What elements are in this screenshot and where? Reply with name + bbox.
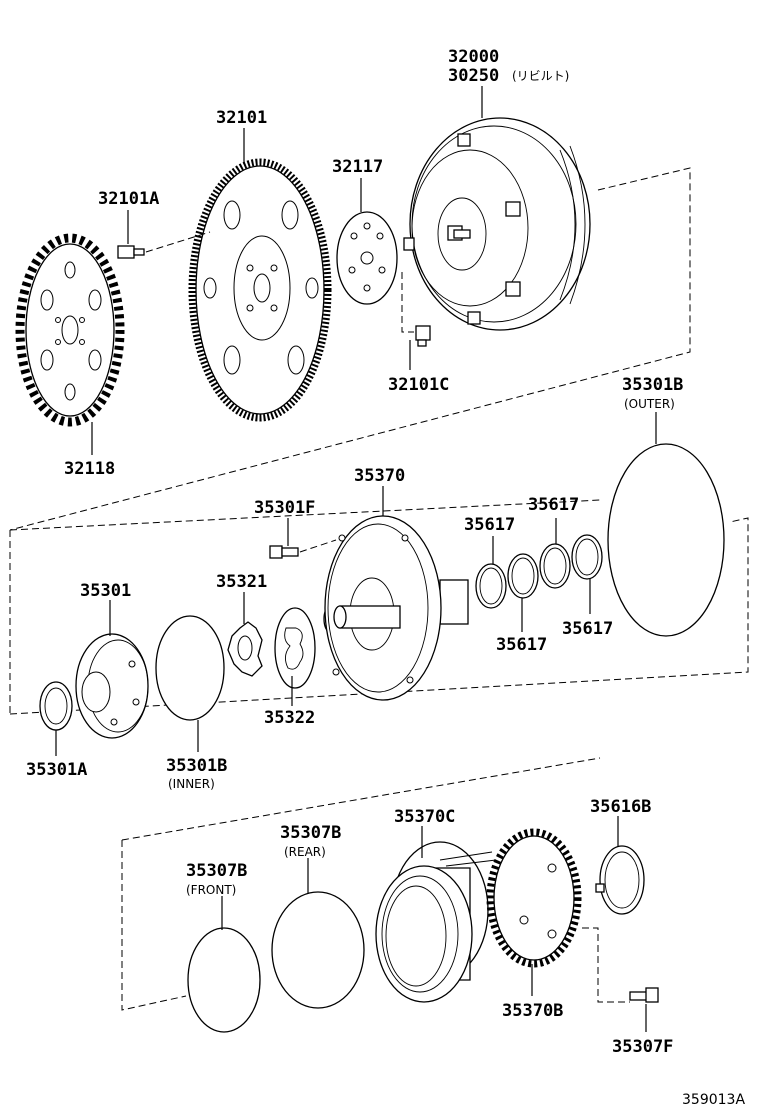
part-35321-drive-gear <box>227 621 263 677</box>
label-30250: 30250 <box>448 66 499 86</box>
guide-32101A <box>145 231 211 253</box>
label-32118: 32118 <box>64 459 115 479</box>
part-32117-plate <box>336 211 398 305</box>
part-32101C-bolt <box>415 325 431 347</box>
label-35307F: 35307F <box>612 1037 673 1057</box>
part-35307F-bolt <box>629 987 659 1003</box>
guide-35301F <box>299 539 337 553</box>
label-35617-c: 35617 <box>496 635 547 655</box>
diagram-code: 359013A <box>682 1092 745 1108</box>
label-35617-d: 35617 <box>562 619 613 639</box>
part-35301B-outer-ring <box>607 443 725 637</box>
label-32101: 32101 <box>216 108 267 128</box>
label-35301B-inner: 35301B <box>166 756 227 776</box>
part-35301F-bolt <box>269 545 299 559</box>
label-32101A: 32101A <box>98 189 159 209</box>
part-32101A-bolt <box>117 245 145 259</box>
part-35617-rings <box>475 534 603 609</box>
part-35616B-snap-ring <box>595 845 645 915</box>
label-35301A: 35301A <box>26 760 87 780</box>
part-35307B-rear-ring <box>271 891 365 1009</box>
label-35301B-outer-note: (OUTER) <box>624 397 675 411</box>
part-32101-flywheel <box>188 158 332 422</box>
label-35322: 35322 <box>264 708 315 728</box>
label-35321: 35321 <box>216 572 267 592</box>
label-35301F: 35301F <box>254 498 315 518</box>
part-35370B-gear-plate <box>486 828 582 968</box>
guide-32101C <box>401 272 414 333</box>
label-32000: 32000 <box>448 47 499 67</box>
label-35307B-rear: 35307B <box>280 823 341 843</box>
part-35301-pump-cover <box>75 633 149 739</box>
part-35322-driven-gear <box>274 607 316 689</box>
part-32000-torque-converter <box>403 117 591 331</box>
part-35307B-front-ring <box>187 927 261 1033</box>
guide-35307F <box>582 927 630 1003</box>
label-35617-b: 35617 <box>528 495 579 515</box>
label-32117: 32117 <box>332 157 383 177</box>
label-35301B-inner-note: (INNER) <box>168 777 215 791</box>
label-35370B: 35370B <box>502 1001 563 1021</box>
label-35370: 35370 <box>354 466 405 486</box>
part-35370-pump-body <box>323 515 469 701</box>
part-32118-drive-plate <box>15 233 125 427</box>
label-35370C: 35370C <box>394 807 455 827</box>
part-35301B-inner-ring <box>155 615 225 721</box>
label-35301: 35301 <box>80 581 131 601</box>
part-35301A-oil-seal <box>39 681 73 731</box>
label-35307B-front: 35307B <box>186 861 247 881</box>
group-3-dashed-frame <box>121 757 601 1011</box>
label-35307B-rear-note: (REAR) <box>284 845 326 859</box>
label-35616B: 35616B <box>590 797 651 817</box>
label-35301B-outer: 35301B <box>622 375 683 395</box>
group-1-dashed-frame <box>9 167 691 531</box>
label-35617-a: 35617 <box>464 515 515 535</box>
label-30250-note: (リビルト) <box>512 69 569 83</box>
part-35370C-clutch-drum <box>375 841 497 1003</box>
label-32101C: 32101C <box>388 375 449 395</box>
label-35307B-front-note: (FRONT) <box>186 883 236 897</box>
